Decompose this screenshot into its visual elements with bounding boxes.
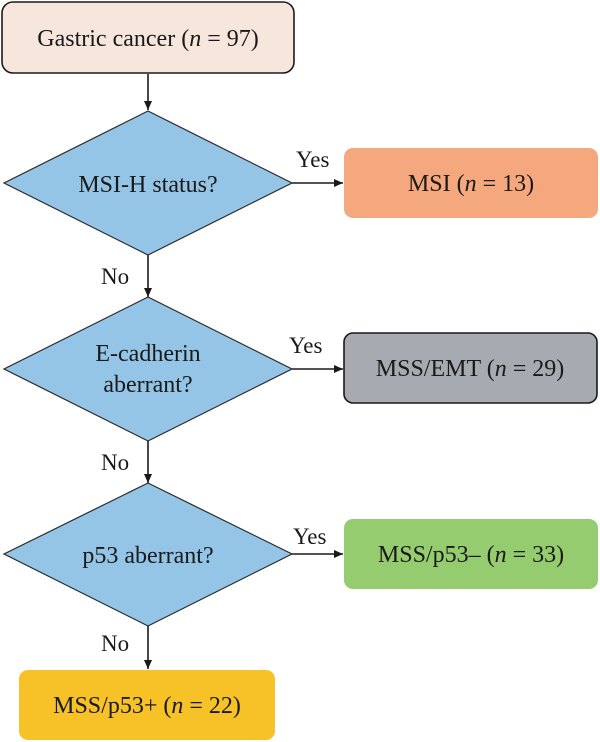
result-mss-emt-label: MSS/EMT (n = 29) bbox=[376, 356, 564, 382]
edge-label-q1-no: No bbox=[101, 264, 129, 289]
edge-label-q2-no: No bbox=[101, 450, 129, 475]
result-mss-p53-negative-label: MSS/p53– (n = 33) bbox=[378, 542, 564, 568]
result-mss-p53-positive-label: MSS/p53+ (n = 22) bbox=[53, 693, 241, 719]
start-box: Gastric cancer (n = 97) bbox=[1, 1, 295, 74]
decision-p53-label: p53 aberrant? bbox=[82, 543, 213, 569]
result-mss-p53-positive-shape bbox=[19, 670, 275, 740]
edge-label-q1-yes: Yes bbox=[296, 147, 330, 172]
result-mss-p53-negative: MSS/p53– (n = 33) bbox=[344, 519, 598, 589]
decision-msi-h: MSI-H status? bbox=[2, 110, 294, 256]
decision-msi-h-label: MSI-H status? bbox=[78, 172, 217, 198]
edge-label-q3-yes: Yes bbox=[293, 524, 327, 549]
result-msi: MSI (n = 13) bbox=[344, 148, 598, 218]
decision-e-cadherin-label-line2: aberrant? bbox=[103, 372, 192, 398]
decision-e-cadherin-shape bbox=[2, 296, 294, 442]
decision-e-cadherin-label-line1: E-cadherin bbox=[95, 341, 200, 367]
result-mss-emt-shape bbox=[343, 332, 598, 404]
result-mss-p53-positive: MSS/p53+ (n = 22) bbox=[19, 670, 275, 740]
edge-label-q2-yes: Yes bbox=[289, 333, 323, 358]
result-mss-p53-negative-shape bbox=[344, 519, 598, 589]
result-msi-shape bbox=[344, 148, 598, 218]
result-msi-label: MSI (n = 13) bbox=[408, 171, 534, 197]
decision-p53: p53 aberrant? bbox=[2, 482, 294, 627]
start-box-label: Gastric cancer (n = 97) bbox=[37, 26, 258, 52]
edge-label-q3-no: No bbox=[101, 631, 129, 656]
decision-msi-h-shape bbox=[2, 110, 294, 256]
connectors bbox=[144, 74, 343, 669]
result-mss-emt: MSS/EMT (n = 29) bbox=[343, 332, 598, 404]
start-box-shape bbox=[1, 1, 295, 74]
decision-e-cadherin: E-cadherin aberrant? bbox=[2, 296, 294, 442]
decision-p53-shape bbox=[2, 482, 294, 627]
